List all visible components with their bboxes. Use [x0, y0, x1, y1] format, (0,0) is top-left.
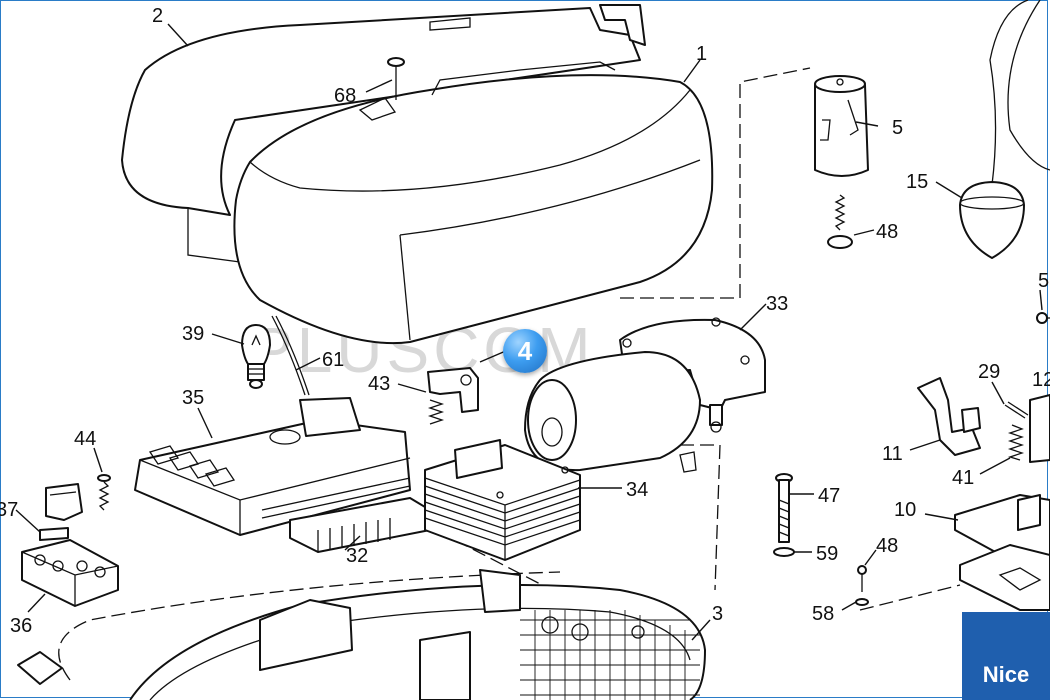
- part-39-bulb: [241, 324, 271, 389]
- callout-33: 33: [766, 293, 788, 315]
- callout-68: 68: [334, 85, 356, 107]
- part-2-rear-cover: [121, 4, 646, 263]
- part-33-gearbox: [619, 317, 766, 433]
- guide-line: [859, 584, 961, 611]
- screw-48: [827, 194, 853, 249]
- callout-37: 37: [0, 499, 18, 521]
- callout-1: 1: [696, 43, 707, 65]
- part-11-lever: [917, 377, 981, 456]
- screw-48-lower: [855, 565, 869, 606]
- screw-68: [387, 57, 405, 100]
- part-5-small-screw: [1036, 312, 1050, 324]
- callout-58: 58: [812, 603, 834, 625]
- part-47-bolt: [775, 473, 793, 543]
- callout-29: 29: [978, 361, 1000, 383]
- callout-43: 43: [368, 373, 390, 395]
- callout-3: 3: [712, 603, 723, 625]
- part-43-bracket: [427, 367, 479, 425]
- callout-11: 11: [882, 443, 903, 465]
- small-plate: [17, 651, 63, 685]
- callout-39: 39: [182, 323, 204, 345]
- part-3-base: [129, 569, 706, 700]
- callout-32: 32: [346, 545, 368, 567]
- part-1-main-cover: [233, 61, 714, 345]
- highlight-badge[interactable]: 4: [503, 329, 547, 373]
- part-59-washer: [773, 547, 795, 557]
- callout-41: 41: [952, 467, 974, 489]
- callout-48-lower: 48: [876, 535, 898, 557]
- guide-line: [640, 444, 721, 591]
- brand-logo: Nice: [962, 612, 1050, 700]
- part-29-pin: [1004, 401, 1029, 419]
- callout-15: 15: [906, 171, 928, 193]
- part-37-fuse-holder: [39, 483, 83, 541]
- callout-12: 12: [1032, 369, 1050, 391]
- callout-47: 47: [818, 485, 840, 507]
- part-15-lamp-globe: [959, 0, 1050, 259]
- callout-35: 35: [182, 387, 204, 409]
- callout-2: 2: [152, 5, 163, 27]
- callout-10: 10: [894, 499, 916, 521]
- callout-61: 61: [322, 349, 344, 371]
- part-10-plate: [954, 494, 1050, 611]
- callout-36: 36: [10, 615, 32, 637]
- part-61-antenna-wire: [271, 315, 306, 396]
- callout-5-right: 5: [1038, 270, 1049, 292]
- part-5-support: [814, 75, 869, 177]
- callout-34: 34: [626, 479, 648, 501]
- part-41-spring: [1007, 424, 1025, 461]
- callout-44: 44: [74, 428, 96, 450]
- callout-48: 48: [876, 221, 898, 243]
- base-grid: [520, 610, 700, 700]
- leader-lines: [15, 23, 1043, 641]
- motor: [524, 351, 701, 473]
- callout-59: 59: [816, 543, 838, 565]
- part-12-bracket: [1029, 394, 1050, 463]
- part-35-control-board: [134, 397, 411, 536]
- callout-5: 5: [892, 117, 903, 139]
- part-34-transformer: [424, 439, 581, 561]
- part-36-terminal-block: [21, 474, 119, 607]
- guide-line: [620, 67, 811, 299]
